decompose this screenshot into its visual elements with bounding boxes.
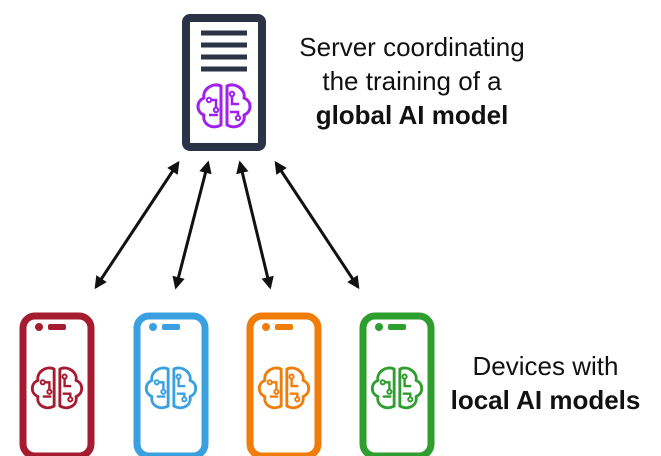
devices-caption-line-1: Devices with [472,351,619,381]
devices-caption-bold: local AI models [450,385,641,415]
arrow-2 [172,160,212,290]
server-icon [182,14,266,151]
devices-caption: Devices with local AI models [430,349,661,417]
arrow-3 [236,160,274,290]
device-phone-icon [133,312,209,456]
server-body [182,14,266,151]
server-caption-line-2: the training of a [322,66,502,96]
server-lines [201,30,247,72]
device-phone-icon [359,312,435,456]
device-phone-icon [246,312,322,456]
arrows [94,160,360,290]
arrow-4 [274,160,360,290]
server-caption: Server coordinating the training of a gl… [262,30,562,132]
arrow-1 [94,160,180,290]
server-caption-bold: global AI model [315,100,509,130]
devices [19,312,435,456]
server-caption-line-1: Server coordinating [299,32,525,62]
device-phone-icon [19,312,95,456]
